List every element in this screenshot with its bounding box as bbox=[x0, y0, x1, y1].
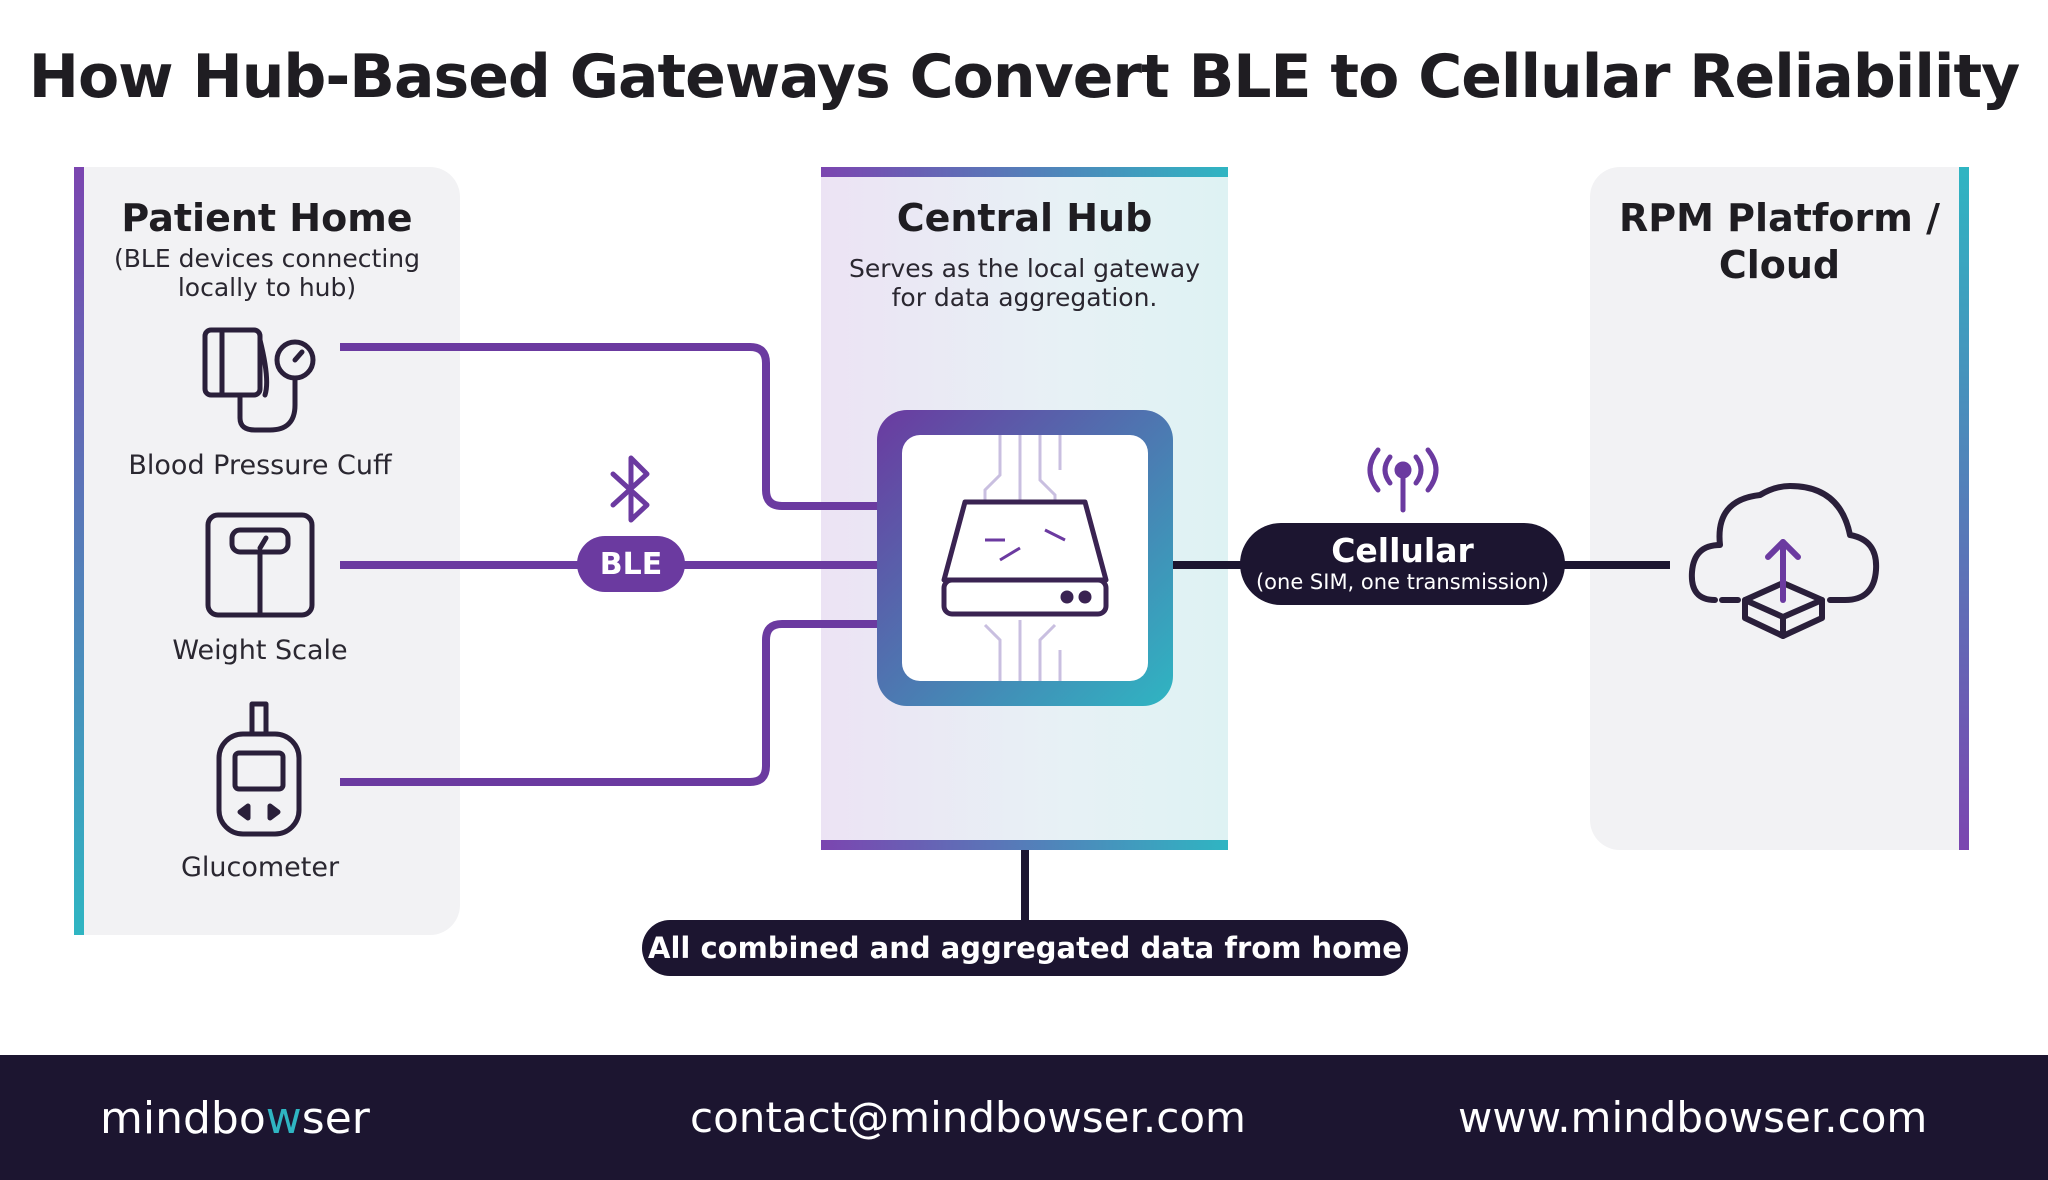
upload-arrow-icon bbox=[1765, 539, 1801, 603]
hub-server-icon bbox=[941, 499, 1109, 617]
aggregate-label: All combined and aggregated data from ho… bbox=[648, 931, 1402, 965]
central-hub-title: Central Hub bbox=[896, 196, 1153, 240]
bluetooth-icon bbox=[610, 455, 650, 523]
brand-logo: mindbowser bbox=[100, 1093, 370, 1144]
brand-pre: mindbo bbox=[100, 1093, 266, 1144]
page-title: How Hub-Based Gateways Convert BLE to Ce… bbox=[28, 42, 2021, 112]
device-label-bp: Blood Pressure Cuff bbox=[128, 450, 392, 481]
patient-home-subtitle-1: (BLE devices connecting bbox=[114, 244, 420, 273]
blood-pressure-cuff-icon bbox=[202, 327, 316, 433]
cloud-panel bbox=[1590, 167, 1969, 850]
cellular-badge: Cellular (one SIM, one transmission) bbox=[1240, 523, 1565, 605]
brand-post: ser bbox=[301, 1093, 370, 1144]
ble-label: BLE bbox=[599, 546, 663, 582]
cloud-upload-icon bbox=[1688, 483, 1880, 639]
glucometer-connector bbox=[340, 620, 880, 786]
contact-email-link[interactable]: contact@mindbowser.com bbox=[690, 1093, 1246, 1142]
cellular-subtitle: (one SIM, one transmission) bbox=[1255, 570, 1550, 594]
central-hub-subtitle-1: Serves as the local gateway bbox=[848, 254, 1201, 283]
bp-connector bbox=[340, 343, 880, 510]
brand-accent: w bbox=[265, 1093, 302, 1144]
device-label-glucometer: Glucometer bbox=[180, 852, 340, 883]
ble-badge: BLE bbox=[577, 536, 685, 592]
circuit-traces-icon bbox=[983, 435, 1062, 681]
website-link[interactable]: www.mindbowser.com bbox=[1458, 1093, 1928, 1142]
cloud-title-1: RPM Platform / bbox=[1619, 196, 1940, 240]
cellular-title: Cellular bbox=[1331, 531, 1474, 570]
patient-home-subtitle-2: locally to hub) bbox=[177, 273, 357, 302]
patient-home-title: Patient Home bbox=[121, 196, 413, 240]
device-label-scale: Weight Scale bbox=[172, 635, 348, 666]
central-hub-subtitle-2: for data aggregation. bbox=[891, 283, 1158, 312]
footer bbox=[0, 1055, 2048, 1180]
antenna-icon bbox=[1367, 447, 1439, 513]
glucometer-icon bbox=[216, 701, 302, 837]
weight-scale-icon bbox=[205, 512, 315, 618]
cloud-title-2: Cloud bbox=[1718, 243, 1841, 287]
aggregate-badge: All combined and aggregated data from ho… bbox=[642, 920, 1408, 976]
